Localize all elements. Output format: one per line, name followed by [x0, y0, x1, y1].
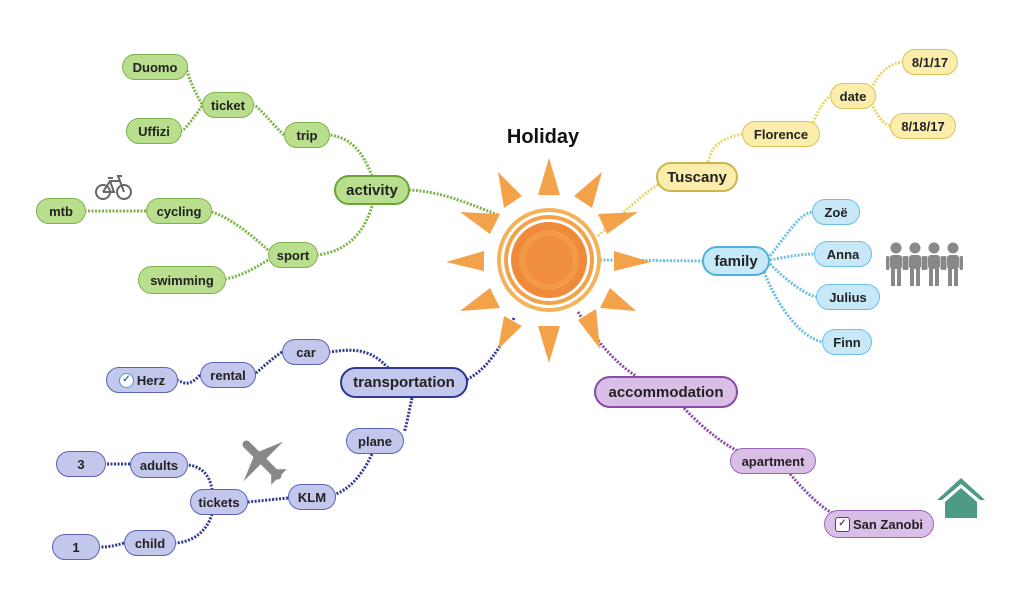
edge-klm-tickets [247, 496, 289, 504]
node-trip[interactable]: trip [284, 122, 330, 148]
node-san-zanobi-label: San Zanobi [852, 516, 924, 532]
edge-plane-klm [335, 453, 374, 496]
node-child[interactable]: child [124, 530, 176, 556]
node-apartment[interactable]: apartment [730, 448, 816, 474]
node-rental[interactable]: rental [200, 362, 256, 388]
edge-florence-date [810, 94, 831, 127]
edge-transportation-plane [402, 397, 414, 433]
node-child-count[interactable]: 1 [52, 534, 100, 560]
edge-car-rental [255, 350, 283, 375]
edge-center-family [599, 258, 703, 263]
edge-transportation-car [329, 348, 390, 369]
node-date-start[interactable]: 8/1/17 [902, 49, 958, 75]
node-ticket[interactable]: ticket [202, 92, 254, 118]
node-herz[interactable]: ✓ Herz [106, 367, 178, 393]
edge-child-1 [99, 541, 125, 549]
node-date-end[interactable]: 8/18/17 [890, 113, 956, 139]
check-circle-icon[interactable]: ✓ [118, 372, 134, 388]
node-date[interactable]: date [830, 83, 876, 109]
edge-activity-sport [317, 205, 374, 257]
node-adults[interactable]: adults [130, 452, 188, 478]
node-tickets[interactable]: tickets [190, 489, 248, 515]
edge-center-accommodation [576, 311, 637, 378]
airplane-icon [242, 440, 287, 485]
edge-family-julius [768, 262, 817, 299]
node-zoe[interactable]: Zoë [812, 199, 860, 225]
node-swimming[interactable]: swimming [138, 266, 226, 294]
checkbox-icon[interactable]: ✓ [834, 516, 850, 532]
node-mtb[interactable]: mtb [36, 198, 86, 224]
edge-accommodation-apartment [682, 406, 741, 454]
house-icon [937, 478, 985, 518]
edge-sport-swimming [225, 258, 269, 281]
node-transportation[interactable]: transportation [340, 367, 468, 398]
bicycle-icon [95, 175, 132, 200]
edge-tuscany-florence [706, 132, 743, 163]
node-julius[interactable]: Julius [816, 284, 880, 310]
node-duomo[interactable]: Duomo [122, 54, 188, 80]
people-icon [886, 242, 963, 286]
node-klm[interactable]: KLM [288, 484, 336, 510]
edge-family-zoe [768, 210, 813, 257]
edge-tickets-child [175, 513, 214, 545]
node-plane[interactable]: plane [346, 428, 404, 454]
node-florence[interactable]: Florence [742, 121, 820, 147]
node-cycling[interactable]: cycling [146, 198, 212, 224]
edge-apartment-sanzanobi [788, 473, 835, 516]
edge-family-anna [769, 252, 815, 262]
node-activity[interactable]: activity [334, 175, 410, 205]
edge-date-date1 [868, 60, 903, 93]
node-adults-count[interactable]: 3 [56, 451, 106, 477]
node-anna[interactable]: Anna [814, 241, 872, 267]
edge-family-finn [762, 271, 823, 344]
central-topic-title[interactable]: Holiday [506, 126, 580, 148]
edge-ticket-uffizi [181, 105, 204, 133]
edge-rental-herz [177, 373, 202, 385]
node-finn[interactable]: Finn [822, 329, 872, 355]
node-herz-label: Herz [136, 372, 166, 388]
node-tuscany[interactable]: Tuscany [656, 162, 738, 192]
branch-lines [86, 60, 903, 549]
node-car[interactable]: car [282, 339, 330, 365]
edge-center-activity [409, 188, 499, 217]
node-family[interactable]: family [702, 246, 770, 276]
node-accommodation[interactable]: accommodation [594, 376, 738, 408]
node-sport[interactable]: sport [268, 242, 318, 268]
edge-sport-cycling [211, 210, 270, 252]
sun-icon [446, 158, 651, 363]
edge-tickets-adults [187, 463, 214, 491]
node-uffizi[interactable]: Uffizi [126, 118, 182, 144]
edge-trip-ticket [253, 103, 286, 137]
edge-activity-trip [329, 133, 374, 177]
edge-ticket-duomo [184, 66, 204, 105]
node-san-zanobi[interactable]: ✓ San Zanobi [824, 510, 934, 538]
